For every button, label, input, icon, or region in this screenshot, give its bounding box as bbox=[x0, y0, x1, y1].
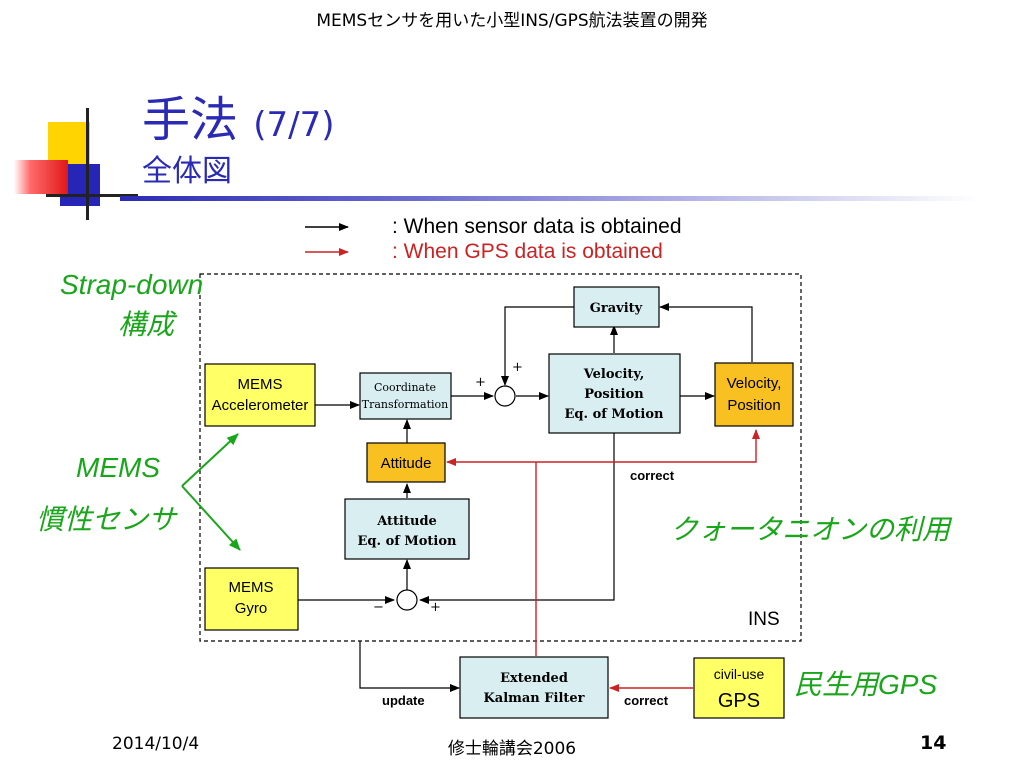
slide-decoration bbox=[0, 108, 140, 220]
vel-eq-line1: Velocity, bbox=[583, 367, 644, 382]
annotation-strapdown-1: Strap-down bbox=[60, 269, 203, 300]
correct-label-bottom: correct bbox=[624, 693, 669, 708]
annotation-strapdown-2: 構成 bbox=[118, 309, 178, 340]
ins-label: INS bbox=[748, 609, 780, 630]
coord-line2: Transformation bbox=[362, 398, 448, 411]
block-accelerometer: MEMS Accelerometer bbox=[204, 363, 316, 427]
footer-page-number: 14 bbox=[920, 732, 947, 754]
green-arrow-to-accel bbox=[181, 433, 239, 487]
block-attitude-eq: Attitude Eq. of Motion bbox=[344, 498, 470, 560]
slide-title: 手法 (7/7) bbox=[142, 80, 335, 150]
gyro-line1: MEMS bbox=[229, 579, 274, 596]
accel-line2: Accelerometer bbox=[212, 397, 309, 414]
gravity-label: Gravity bbox=[590, 301, 643, 316]
vel-eq-line2: Position bbox=[584, 387, 644, 402]
block-velocity-eq: Velocity, Position Eq. of Motion bbox=[548, 353, 681, 434]
block-attitude: Attitude bbox=[366, 442, 446, 483]
vel-out-line2: Position bbox=[727, 397, 780, 414]
footer-center: 修士輪講会2006 bbox=[447, 739, 577, 759]
footer-date: 2014/10/4 bbox=[112, 734, 200, 754]
sum1-plus-top: + bbox=[512, 360, 523, 375]
annotation-mems-1: MEMS bbox=[76, 452, 160, 483]
correct-label-top: correct bbox=[630, 468, 675, 483]
accel-line1: MEMS bbox=[238, 376, 283, 393]
vel-out-line1: Velocity, bbox=[727, 375, 782, 392]
legend: : When sensor data is obtained : When GP… bbox=[305, 215, 682, 263]
att-eq-line2: Eq. of Motion bbox=[358, 534, 458, 549]
att-eq-line1: Attitude bbox=[376, 514, 437, 529]
ins-boundary bbox=[199, 273, 802, 642]
ekf-line1: Extended bbox=[500, 671, 568, 686]
block-kalman-filter: Extended Kalman Filter bbox=[459, 656, 609, 719]
gyro-line2: Gyro bbox=[235, 600, 268, 617]
arrow-correct-output bbox=[536, 429, 760, 463]
sum2-minus: − bbox=[373, 600, 384, 615]
sum-junction-2 bbox=[396, 589, 418, 611]
arrow-gravity-to-sum1 bbox=[501, 306, 574, 386]
annotations: Strap-down 構成 MEMS 慣性センサ クォータニオンの利用 民生用G… bbox=[36, 269, 953, 700]
sum1-plus-left: + bbox=[475, 375, 486, 390]
gps-line1: civil-use bbox=[714, 666, 765, 682]
legend-black-label: : When sensor data is obtained bbox=[392, 215, 682, 238]
annotation-quaternion: クォータニオンの利用 bbox=[670, 514, 953, 545]
sum-junction-1 bbox=[494, 385, 516, 407]
coord-line1: Coordinate bbox=[374, 381, 436, 394]
sum2-plus: + bbox=[430, 600, 441, 615]
annotation-mems-2: 慣性センサ bbox=[36, 504, 178, 535]
title-main-text: 手法 bbox=[142, 92, 239, 148]
block-velocity-output: Velocity, Position bbox=[714, 362, 794, 427]
slide-subtitle: 全体図 bbox=[142, 154, 232, 189]
slide-header: MEMSセンサを用いた小型INS/GPS航法装置の開発 bbox=[316, 11, 708, 31]
green-arrow-to-gyro bbox=[181, 485, 241, 551]
arrow-veleq-to-sum2 bbox=[419, 433, 615, 604]
arrow-ins-to-ekf bbox=[359, 641, 460, 692]
attitude-label: Attitude bbox=[381, 455, 432, 472]
annotation-civil-gps: 民生用GPS bbox=[794, 669, 937, 700]
block-civil-gps: civil-use GPS bbox=[693, 657, 785, 719]
arrow-output-to-gravity bbox=[659, 303, 753, 362]
gps-line2: GPS bbox=[718, 690, 760, 712]
ekf-line2: Kalman Filter bbox=[483, 691, 584, 706]
title-number: (7/7) bbox=[253, 105, 335, 145]
vel-eq-line3: Eq. of Motion bbox=[565, 407, 665, 422]
block-gravity: Gravity bbox=[573, 286, 660, 328]
title-underline bbox=[120, 196, 980, 201]
update-label: update bbox=[382, 693, 425, 708]
block-gyro: MEMS Gyro bbox=[204, 567, 299, 631]
block-coordinate-transformation: Coordinate Transformation bbox=[359, 372, 452, 420]
legend-red-label: : When GPS data is obtained bbox=[392, 240, 663, 263]
